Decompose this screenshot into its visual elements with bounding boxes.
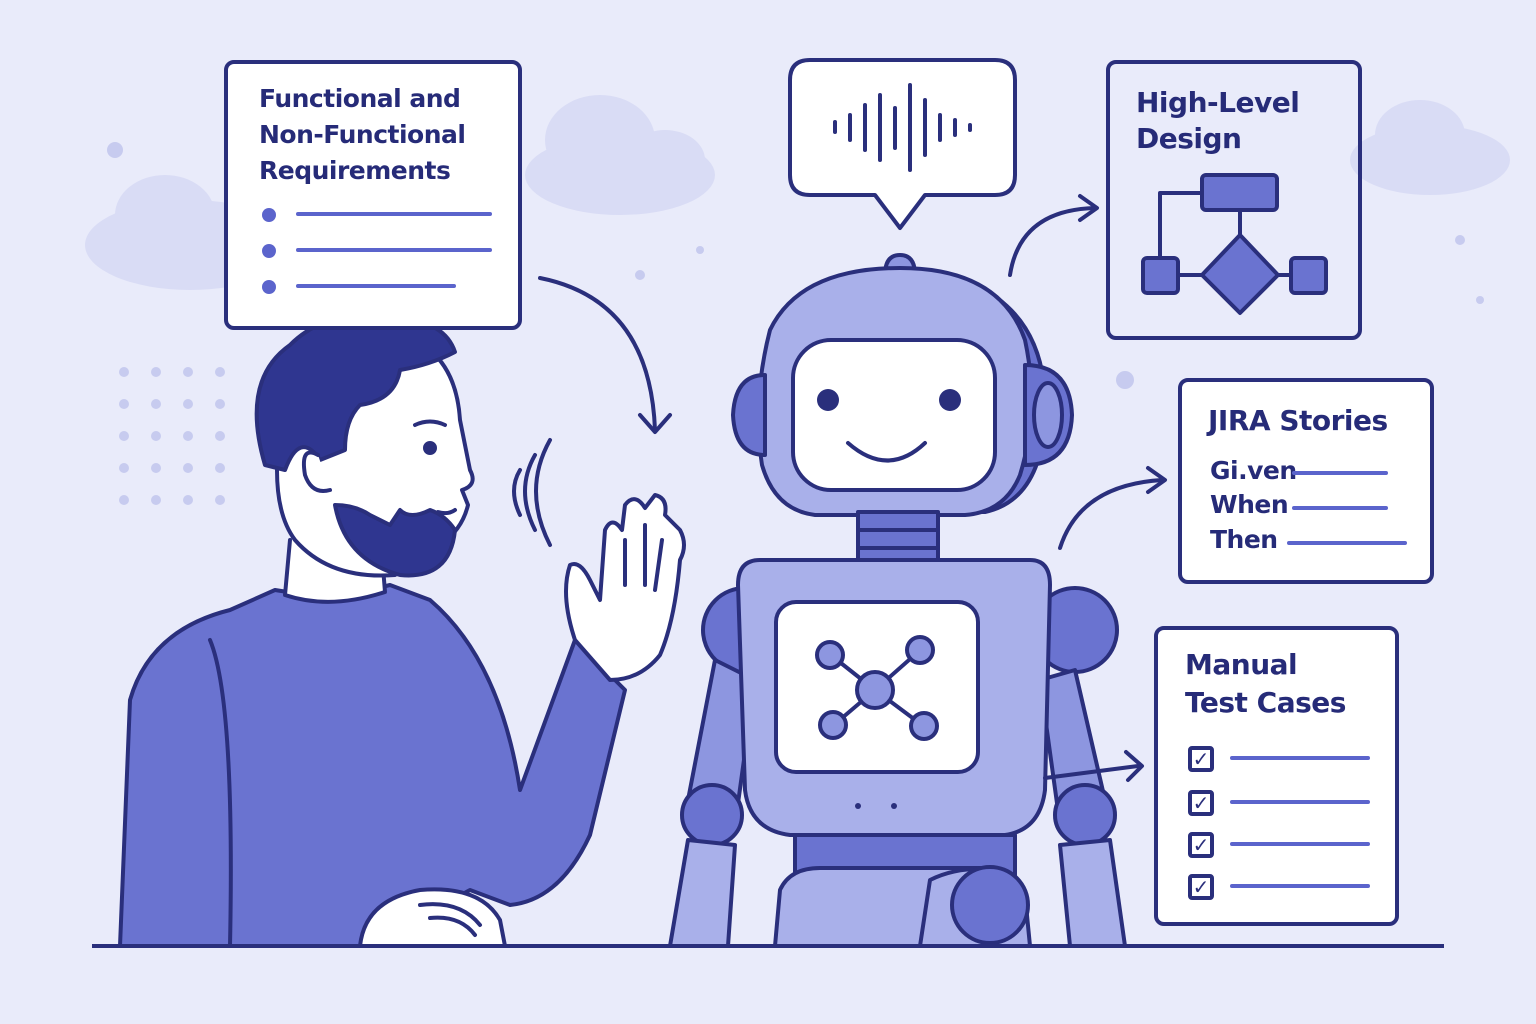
robot-ear-left: [731, 373, 767, 457]
requirements-bullet: [262, 208, 276, 222]
arrow-to-design: [1008, 206, 1097, 277]
person-hair: [254, 312, 457, 472]
cloud-center: [525, 95, 715, 215]
requirements-title-line-1: Functional and: [259, 84, 461, 113]
design-card: High-Level Design: [1106, 60, 1362, 340]
dot-grid: [107, 142, 1484, 505]
jira-when-label: When: [1210, 490, 1289, 519]
person-shirt: [118, 583, 627, 948]
sound-waves-icon: [512, 438, 552, 547]
speech-bubble: [788, 58, 1017, 230]
jira-line: [1292, 506, 1388, 510]
jira-line: [1287, 541, 1407, 545]
requirements-line: [296, 212, 492, 216]
design-title-line-1: High-Level: [1136, 86, 1300, 119]
robot-face-screen: [791, 338, 997, 492]
requirements-line: [296, 284, 456, 288]
jira-card: JIRA Stories Gi.ven When Then: [1178, 378, 1434, 584]
tests-line: [1230, 842, 1370, 846]
tests-line: [1230, 884, 1370, 888]
arrow-to-tests: [1043, 764, 1140, 780]
jira-given-label: Gi.ven: [1210, 456, 1297, 485]
person: [118, 312, 686, 948]
requirements-title-line-3: Requirements: [259, 156, 451, 185]
checkbox-checked-icon: ✓: [1188, 790, 1214, 816]
requirements-line: [296, 248, 492, 252]
tests-title-line-1: Manual: [1185, 648, 1298, 681]
tests-line: [1230, 756, 1370, 760]
jira-title: JIRA Stories: [1208, 404, 1388, 437]
requirements-card: Functional and Non-Functional Requiremen…: [224, 60, 522, 330]
person-hand: [564, 493, 686, 682]
tests-line: [1230, 800, 1370, 804]
design-title-line-2: Design: [1136, 122, 1242, 155]
arrow-requirements-to-robot: [538, 276, 657, 432]
arrow-to-jira: [1058, 478, 1164, 550]
robot: [668, 253, 1127, 948]
jira-line: [1292, 471, 1388, 475]
flowchart-icon: [1141, 173, 1328, 315]
output-arrows: [1008, 194, 1167, 782]
jira-then-label: Then: [1210, 525, 1278, 554]
cloud-right: [1350, 100, 1510, 195]
soundwave-icon: [833, 83, 972, 172]
requirements-bullet: [262, 280, 276, 294]
tests-title-line-2: Test Cases: [1185, 686, 1346, 719]
checkbox-checked-icon: ✓: [1188, 874, 1214, 900]
requirements-title-line-2: Non-Functional: [259, 120, 466, 149]
checkbox-checked-icon: ✓: [1188, 832, 1214, 858]
checkbox-checked-icon: ✓: [1188, 746, 1214, 772]
network-nodes-icon: [815, 635, 939, 741]
requirements-bullet: [262, 244, 276, 258]
tests-card: Manual Test Cases ✓ ✓ ✓ ✓: [1154, 626, 1399, 926]
person-beard: [333, 503, 457, 578]
